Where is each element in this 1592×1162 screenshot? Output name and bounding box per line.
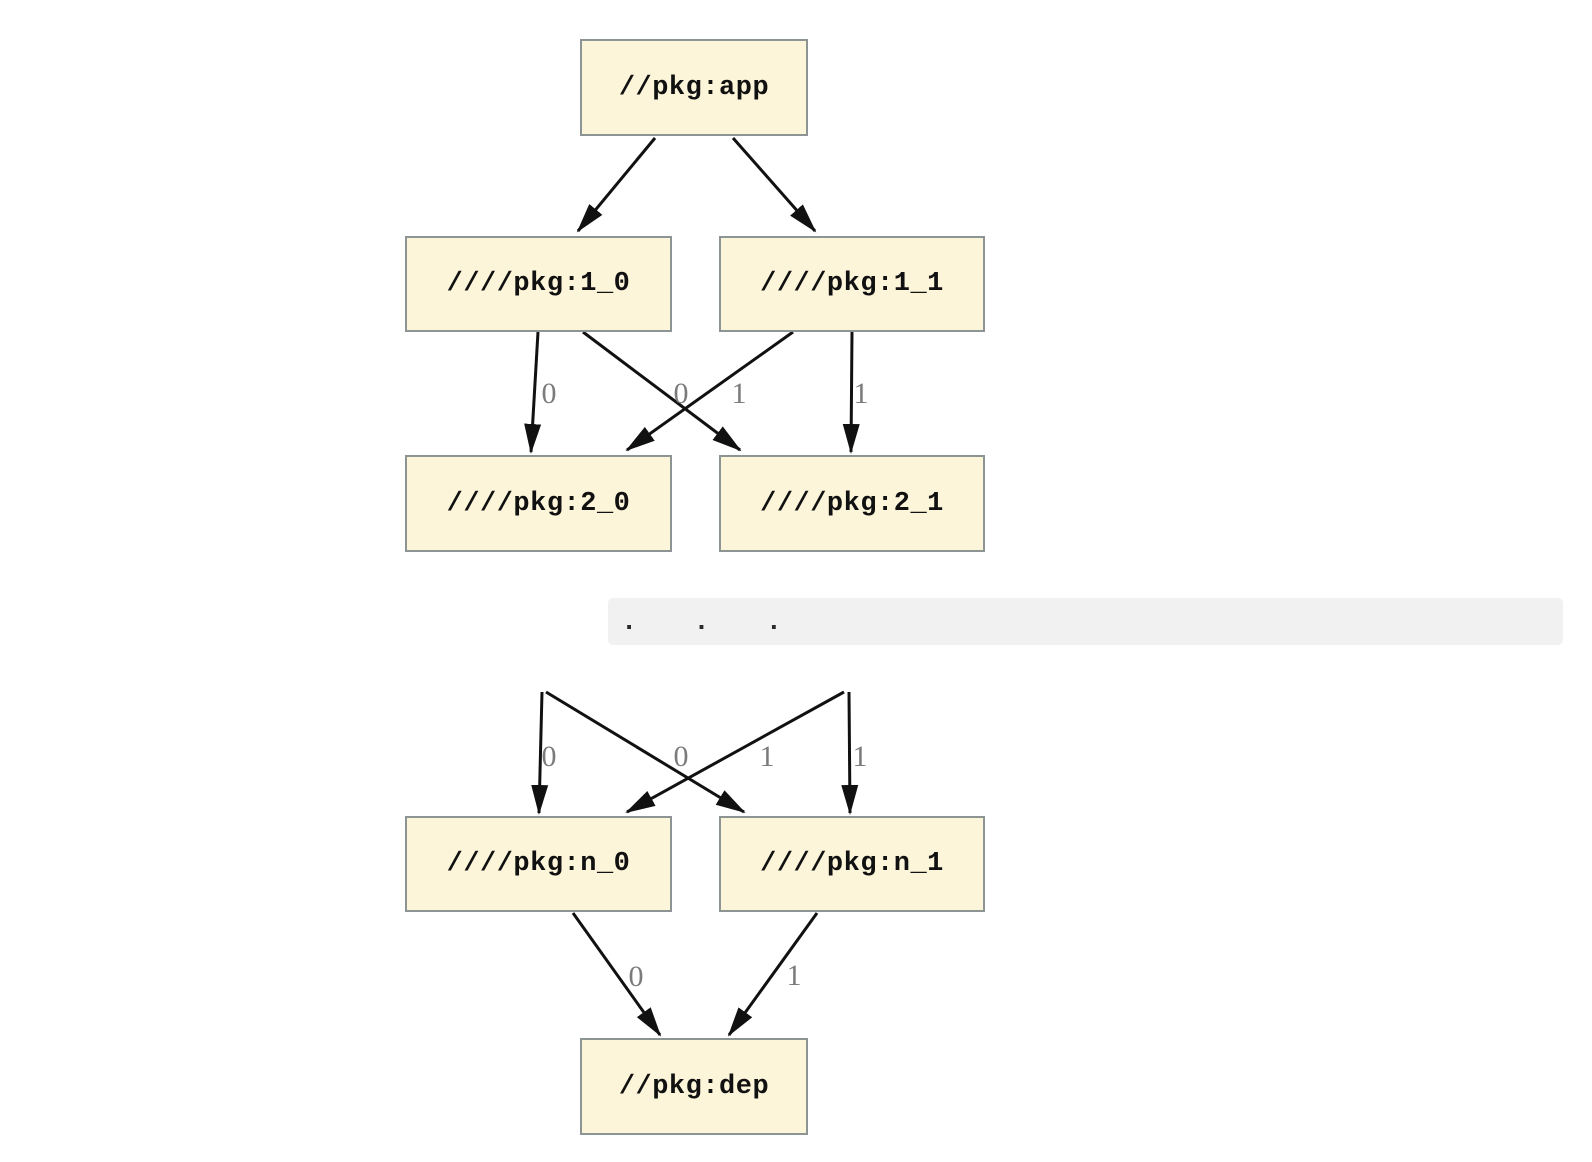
edge-label: 0: [542, 377, 557, 410]
edge-label: 0: [674, 740, 689, 773]
edge-arrow: [625, 330, 794, 452]
edge-arrow: [524, 331, 542, 454]
edge-label: 0: [674, 377, 689, 410]
ellipsis-label: . . .: [621, 608, 803, 638]
edge-label: 0: [629, 960, 644, 993]
edge-arrow: [731, 137, 817, 233]
edge-arrow: [545, 690, 746, 814]
edge-arrow: [571, 912, 662, 1037]
node-pkg-app: //pkg:app: [580, 39, 808, 136]
edge-label: 1: [854, 377, 869, 410]
node-pkg-2-0: ////pkg:2_0: [405, 455, 672, 552]
edge-arrow: [576, 137, 657, 233]
node-pkg-1-0: ////pkg:1_0: [405, 236, 672, 332]
edge-label: 0: [542, 740, 557, 773]
node-pkg-n-0: ////pkg:n_0: [405, 816, 672, 912]
node-pkg-1-1: ////pkg:1_1: [719, 236, 985, 332]
edge-arrow: [842, 331, 860, 454]
edge-arrow: [531, 691, 549, 815]
edge-arrow: [841, 691, 859, 815]
edge-arrow: [582, 330, 742, 452]
edge-label: 1: [853, 740, 868, 773]
edge-arrow: [625, 690, 845, 814]
node-pkg-n-1: ////pkg:n_1: [719, 816, 985, 912]
collapsed-section-band: . . .: [608, 598, 1563, 645]
edge-arrow: [727, 912, 819, 1037]
edge-label: 1: [760, 740, 775, 773]
edge-label: 1: [787, 959, 802, 992]
node-pkg-dep: //pkg:dep: [580, 1038, 808, 1135]
node-pkg-2-1: ////pkg:2_1: [719, 455, 985, 552]
edge-label: 1: [732, 377, 747, 410]
